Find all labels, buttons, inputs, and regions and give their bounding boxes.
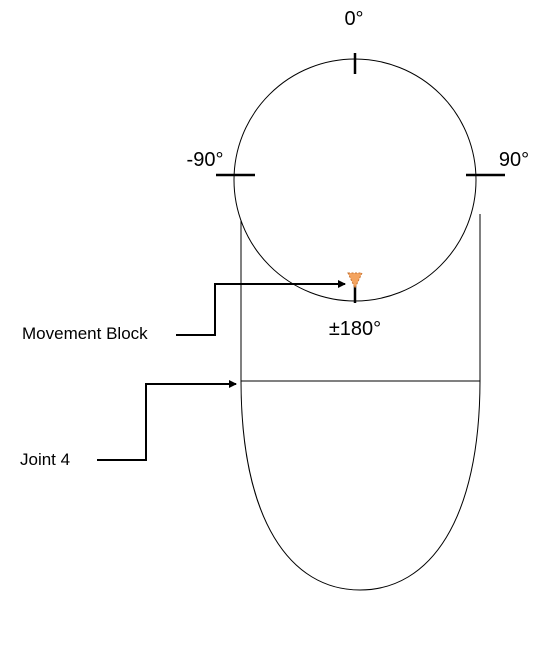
joint-body-outline (240, 214, 481, 591)
movement-block-leader-arrow (176, 280, 346, 336)
rotation-circle (233, 58, 477, 302)
joint-label: Joint 4 (20, 450, 70, 469)
movement-block-label: Movement Block (22, 324, 148, 343)
joint-leader-arrow (97, 380, 237, 461)
angle-label-bottom: ±180° (329, 318, 381, 340)
angle-label-left: -90° (187, 149, 224, 171)
angle-label-top: 0° (344, 8, 363, 30)
movement-block-marker (347, 272, 363, 290)
angle-label-right: 90° (499, 149, 529, 171)
